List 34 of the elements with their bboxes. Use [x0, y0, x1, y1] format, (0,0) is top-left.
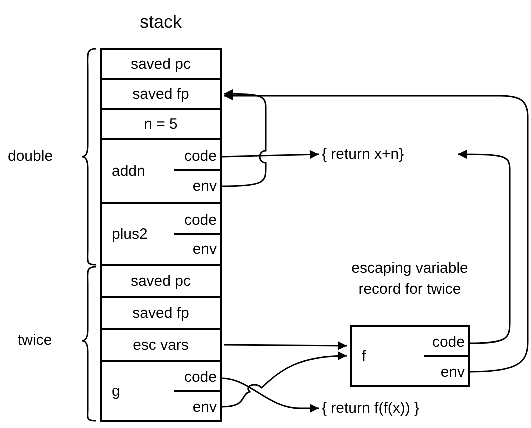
diagram-title: stack — [138, 12, 183, 33]
stack-slot: saved fp — [100, 296, 222, 330]
env-field: env — [174, 237, 220, 262]
closure-slot — [100, 138, 222, 204]
stack-slot: esc vars — [100, 328, 222, 362]
record-heading: escaping variable record for twice — [350, 259, 470, 300]
code-field: code — [424, 330, 468, 357]
arrow — [222, 378, 319, 413]
arrow — [224, 341, 347, 350]
code-field: code — [174, 207, 220, 235]
env-field: env — [174, 394, 220, 420]
closure-slot — [100, 360, 222, 422]
code-field: code — [174, 143, 220, 171]
arrow — [222, 150, 320, 160]
closure-slot — [100, 202, 222, 266]
stack-slot: saved fp — [100, 78, 222, 110]
slot-name: addn — [112, 162, 146, 180]
slot-name: plus2 — [112, 226, 148, 242]
code-field: code — [174, 365, 220, 392]
stack-slot: saved pc — [100, 48, 222, 80]
group-label: twice — [18, 332, 52, 349]
record-box — [350, 325, 470, 387]
code-text: { return x+n} — [322, 146, 452, 163]
record-field-name: f — [362, 348, 366, 364]
env-field: env — [174, 173, 220, 200]
env-field: env — [424, 359, 468, 385]
code-text: { return f(f(x)) } — [322, 400, 472, 417]
stack-slot: saved pc — [100, 264, 222, 298]
arrow — [222, 352, 348, 408]
arrow — [222, 90, 267, 188]
stack-slot: n = 5 — [100, 108, 222, 140]
arrow — [458, 150, 511, 344]
group-label: double — [8, 148, 54, 165]
slot-name: g — [112, 382, 120, 400]
